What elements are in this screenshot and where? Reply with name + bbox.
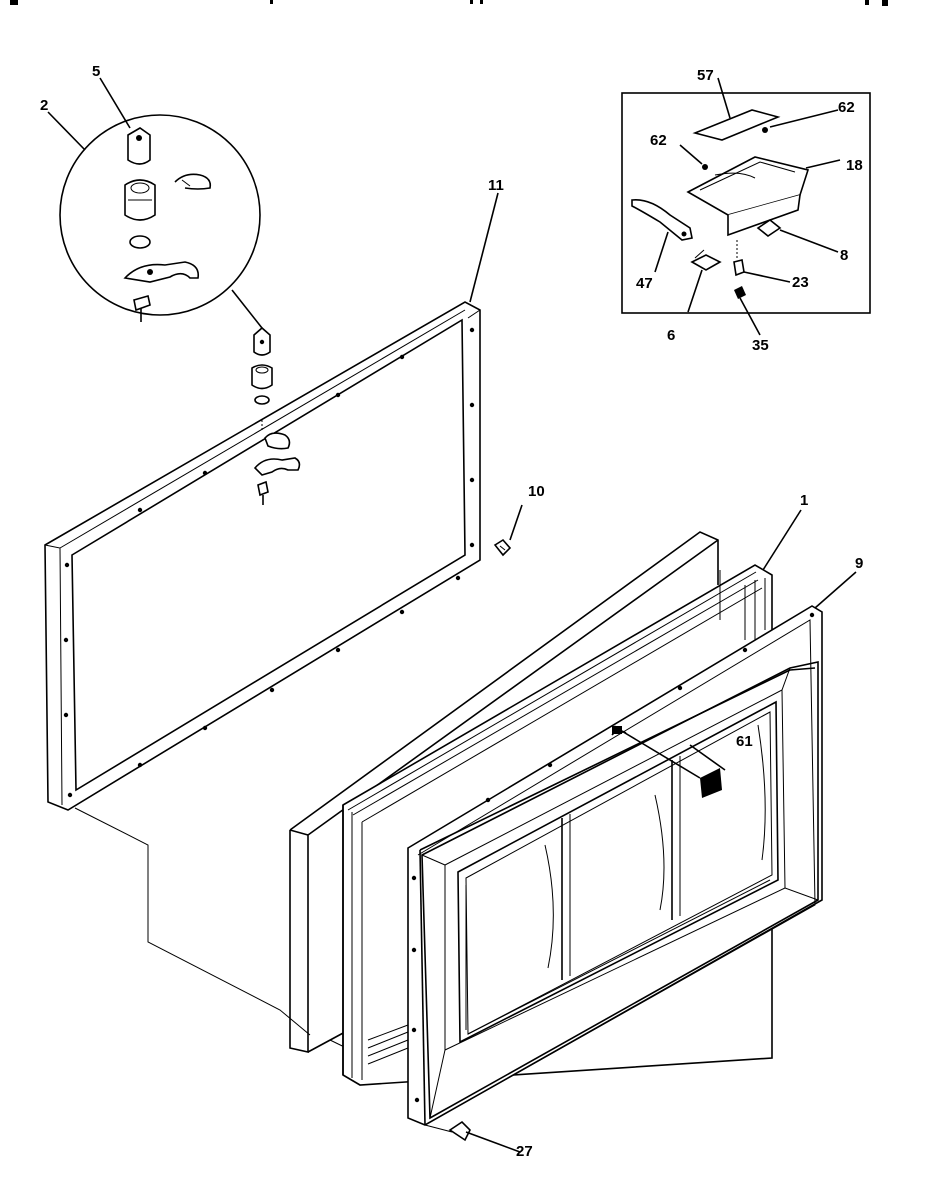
callout-2: 2 [40,97,48,114]
callout-10: 10 [528,483,545,500]
latch-detail-box [621,77,871,336]
callout-11: 11 [488,177,504,194]
outer-door-frame [407,605,823,1126]
callout-23: 23 [792,274,809,291]
inner-door-panel [421,661,819,1120]
callout-9: 9 [855,555,863,572]
hinge-detail-circle [59,114,263,329]
badge-61 [611,726,726,798]
callout-8: 8 [840,247,848,264]
fastener-10 [493,504,523,557]
callout-27: 27 [516,1143,533,1160]
callout-61: 61 [736,733,753,750]
screw-27 [424,1120,521,1153]
callout-1: 1 [800,492,808,509]
callout-18: 18 [846,157,863,174]
callout-labels: 5 2 11 10 1 9 61 27 57 62 62 18 8 23 47 … [40,63,863,1160]
callout-62-right: 62 [838,99,855,116]
callout-47: 47 [636,275,653,292]
callout-35: 35 [752,337,769,354]
callout-6: 6 [667,327,675,344]
hinge-stack-assembled [251,326,301,505]
insulation-panel [289,531,719,1053]
callout-57: 57 [697,67,714,84]
lid-liner-frame [44,301,481,811]
callout-5: 5 [92,63,100,80]
scan-edge-marks [10,0,888,6]
callout-62-left: 62 [650,132,667,149]
